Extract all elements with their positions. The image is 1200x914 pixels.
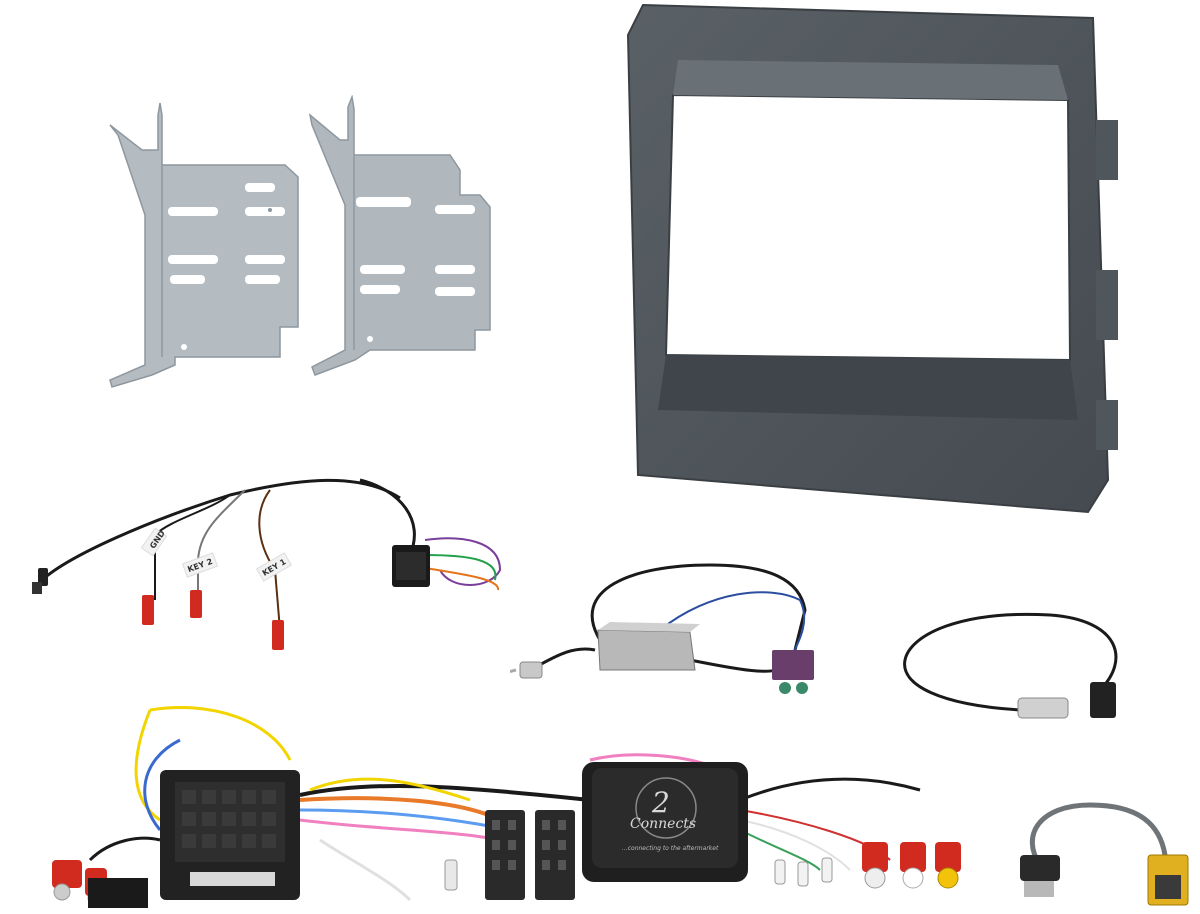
- antenna-amplifier-adapter: [510, 563, 814, 694]
- wiring-harness: 2 Connects ...connecting to the aftermar…: [52, 705, 961, 908]
- fakra-adapter-lead: [1020, 802, 1189, 906]
- logo-brand: Connects: [630, 816, 696, 832]
- left-mounting-bracket: [109, 102, 299, 388]
- aerial-adapter-lead: [903, 612, 1118, 719]
- rca-connectors: [862, 842, 961, 889]
- logo-tagline: ...connecting to the aftermarket: [622, 845, 719, 852]
- right-mounting-bracket: [308, 95, 491, 376]
- steering-control-lead: GND KEY 2 KEY 1: [32, 478, 502, 650]
- steering-interface-box: 2 Connects ...connecting to the aftermar…: [582, 762, 748, 882]
- double-din-fascia-panel: [626, 3, 1118, 514]
- logo-digit: 2: [651, 786, 670, 819]
